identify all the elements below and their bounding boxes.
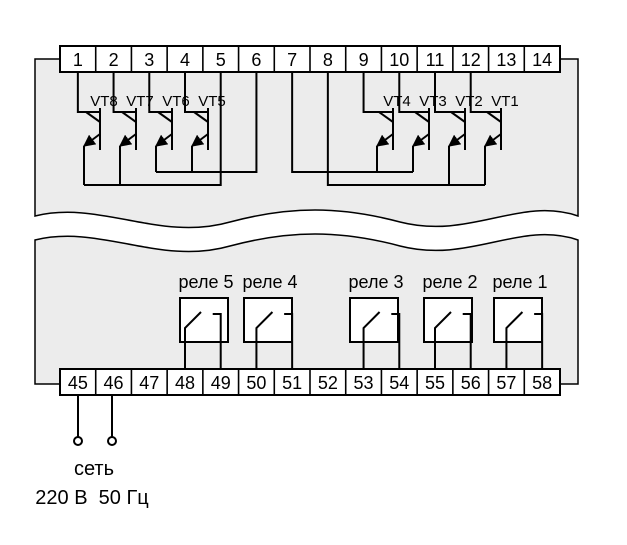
transistor-label: VT3 bbox=[419, 93, 447, 110]
terminal-3: 3 bbox=[144, 50, 154, 70]
common-bus-right bbox=[291, 72, 485, 186]
terminal-52: 52 bbox=[318, 373, 338, 393]
relay-1: реле 1 bbox=[493, 272, 548, 369]
lower-housing bbox=[34, 233, 579, 385]
terminal-51: 51 bbox=[282, 373, 302, 393]
transistor-vt1: VT1 bbox=[469, 72, 519, 185]
terminal-46: 46 bbox=[104, 373, 124, 393]
transistor-label: VT6 bbox=[162, 93, 190, 110]
terminal-53: 53 bbox=[354, 373, 374, 393]
transistor-label: VT2 bbox=[455, 93, 483, 110]
terminal-56: 56 bbox=[461, 373, 481, 393]
relay-group: реле 5 реле 4 реле 3 реле 2 реле 1 bbox=[179, 272, 548, 369]
terminal-10: 10 bbox=[389, 50, 409, 70]
terminal-50: 50 bbox=[246, 373, 266, 393]
terminal-1: 1 bbox=[73, 50, 83, 70]
terminal-47: 47 bbox=[139, 373, 159, 393]
relay-label: реле 5 bbox=[179, 272, 234, 292]
relay-3: реле 3 bbox=[349, 272, 404, 369]
terminal-49: 49 bbox=[211, 373, 231, 393]
relay-2: реле 2 bbox=[423, 272, 478, 369]
transistor-label: VT7 bbox=[126, 93, 154, 110]
terminal-8: 8 bbox=[323, 50, 333, 70]
transistor-label: VT1 bbox=[491, 93, 519, 110]
upper-housing bbox=[34, 58, 579, 229]
terminal-12: 12 bbox=[461, 50, 481, 70]
transistor-vt5: VT5 bbox=[184, 72, 226, 172]
terminal-57: 57 bbox=[496, 373, 516, 393]
relay-5: реле 5 bbox=[179, 272, 234, 369]
transistor-vt2: VT2 bbox=[434, 72, 483, 185]
terminal-45: 45 bbox=[68, 373, 88, 393]
terminal-48: 48 bbox=[175, 373, 195, 393]
power-spec: 220 В 50 Гц bbox=[35, 487, 148, 509]
terminal-54: 54 bbox=[389, 373, 409, 393]
common-bus-left bbox=[84, 72, 258, 186]
relay-label: реле 4 bbox=[243, 272, 298, 292]
terminal-58: 58 bbox=[532, 373, 552, 393]
relay-label: реле 3 bbox=[349, 272, 404, 292]
terminal-11: 11 bbox=[426, 50, 445, 70]
terminal-2: 2 bbox=[109, 50, 119, 70]
terminal-55: 55 bbox=[425, 373, 445, 393]
terminal-6: 6 bbox=[251, 50, 261, 70]
transistor-label: VT5 bbox=[198, 93, 226, 110]
transistor-label: VT4 bbox=[383, 93, 411, 110]
transistor-vt8: VT8 bbox=[76, 72, 118, 185]
power-label: сеть bbox=[74, 458, 114, 480]
relay-4: реле 4 bbox=[243, 272, 298, 369]
terminal-5: 5 bbox=[216, 50, 226, 70]
terminal-7: 7 bbox=[287, 50, 297, 70]
transistor-vt7: VT7 bbox=[112, 72, 154, 185]
relay-label: реле 2 bbox=[423, 272, 478, 292]
transistor-vt6: VT6 bbox=[148, 72, 190, 172]
power-wiring bbox=[73, 395, 117, 446]
transistor-label: VT8 bbox=[90, 93, 118, 110]
transistor-vt4: VT4 bbox=[362, 72, 411, 172]
terminal-9: 9 bbox=[359, 50, 369, 70]
terminal-4: 4 bbox=[180, 50, 190, 70]
relay-label: реле 1 bbox=[493, 272, 548, 292]
terminal-13: 13 bbox=[496, 50, 516, 70]
transistor-vt3: VT3 bbox=[398, 72, 447, 172]
transistor-group: VT8 VT7 VT6 VT5 VT4 VT3 VT2 VT1 bbox=[76, 72, 519, 186]
terminal-14: 14 bbox=[532, 50, 552, 70]
lower-terminal-strip: 45 46 47 48 49 50 51 52 53 54 55 56 57 58 bbox=[59, 368, 561, 396]
